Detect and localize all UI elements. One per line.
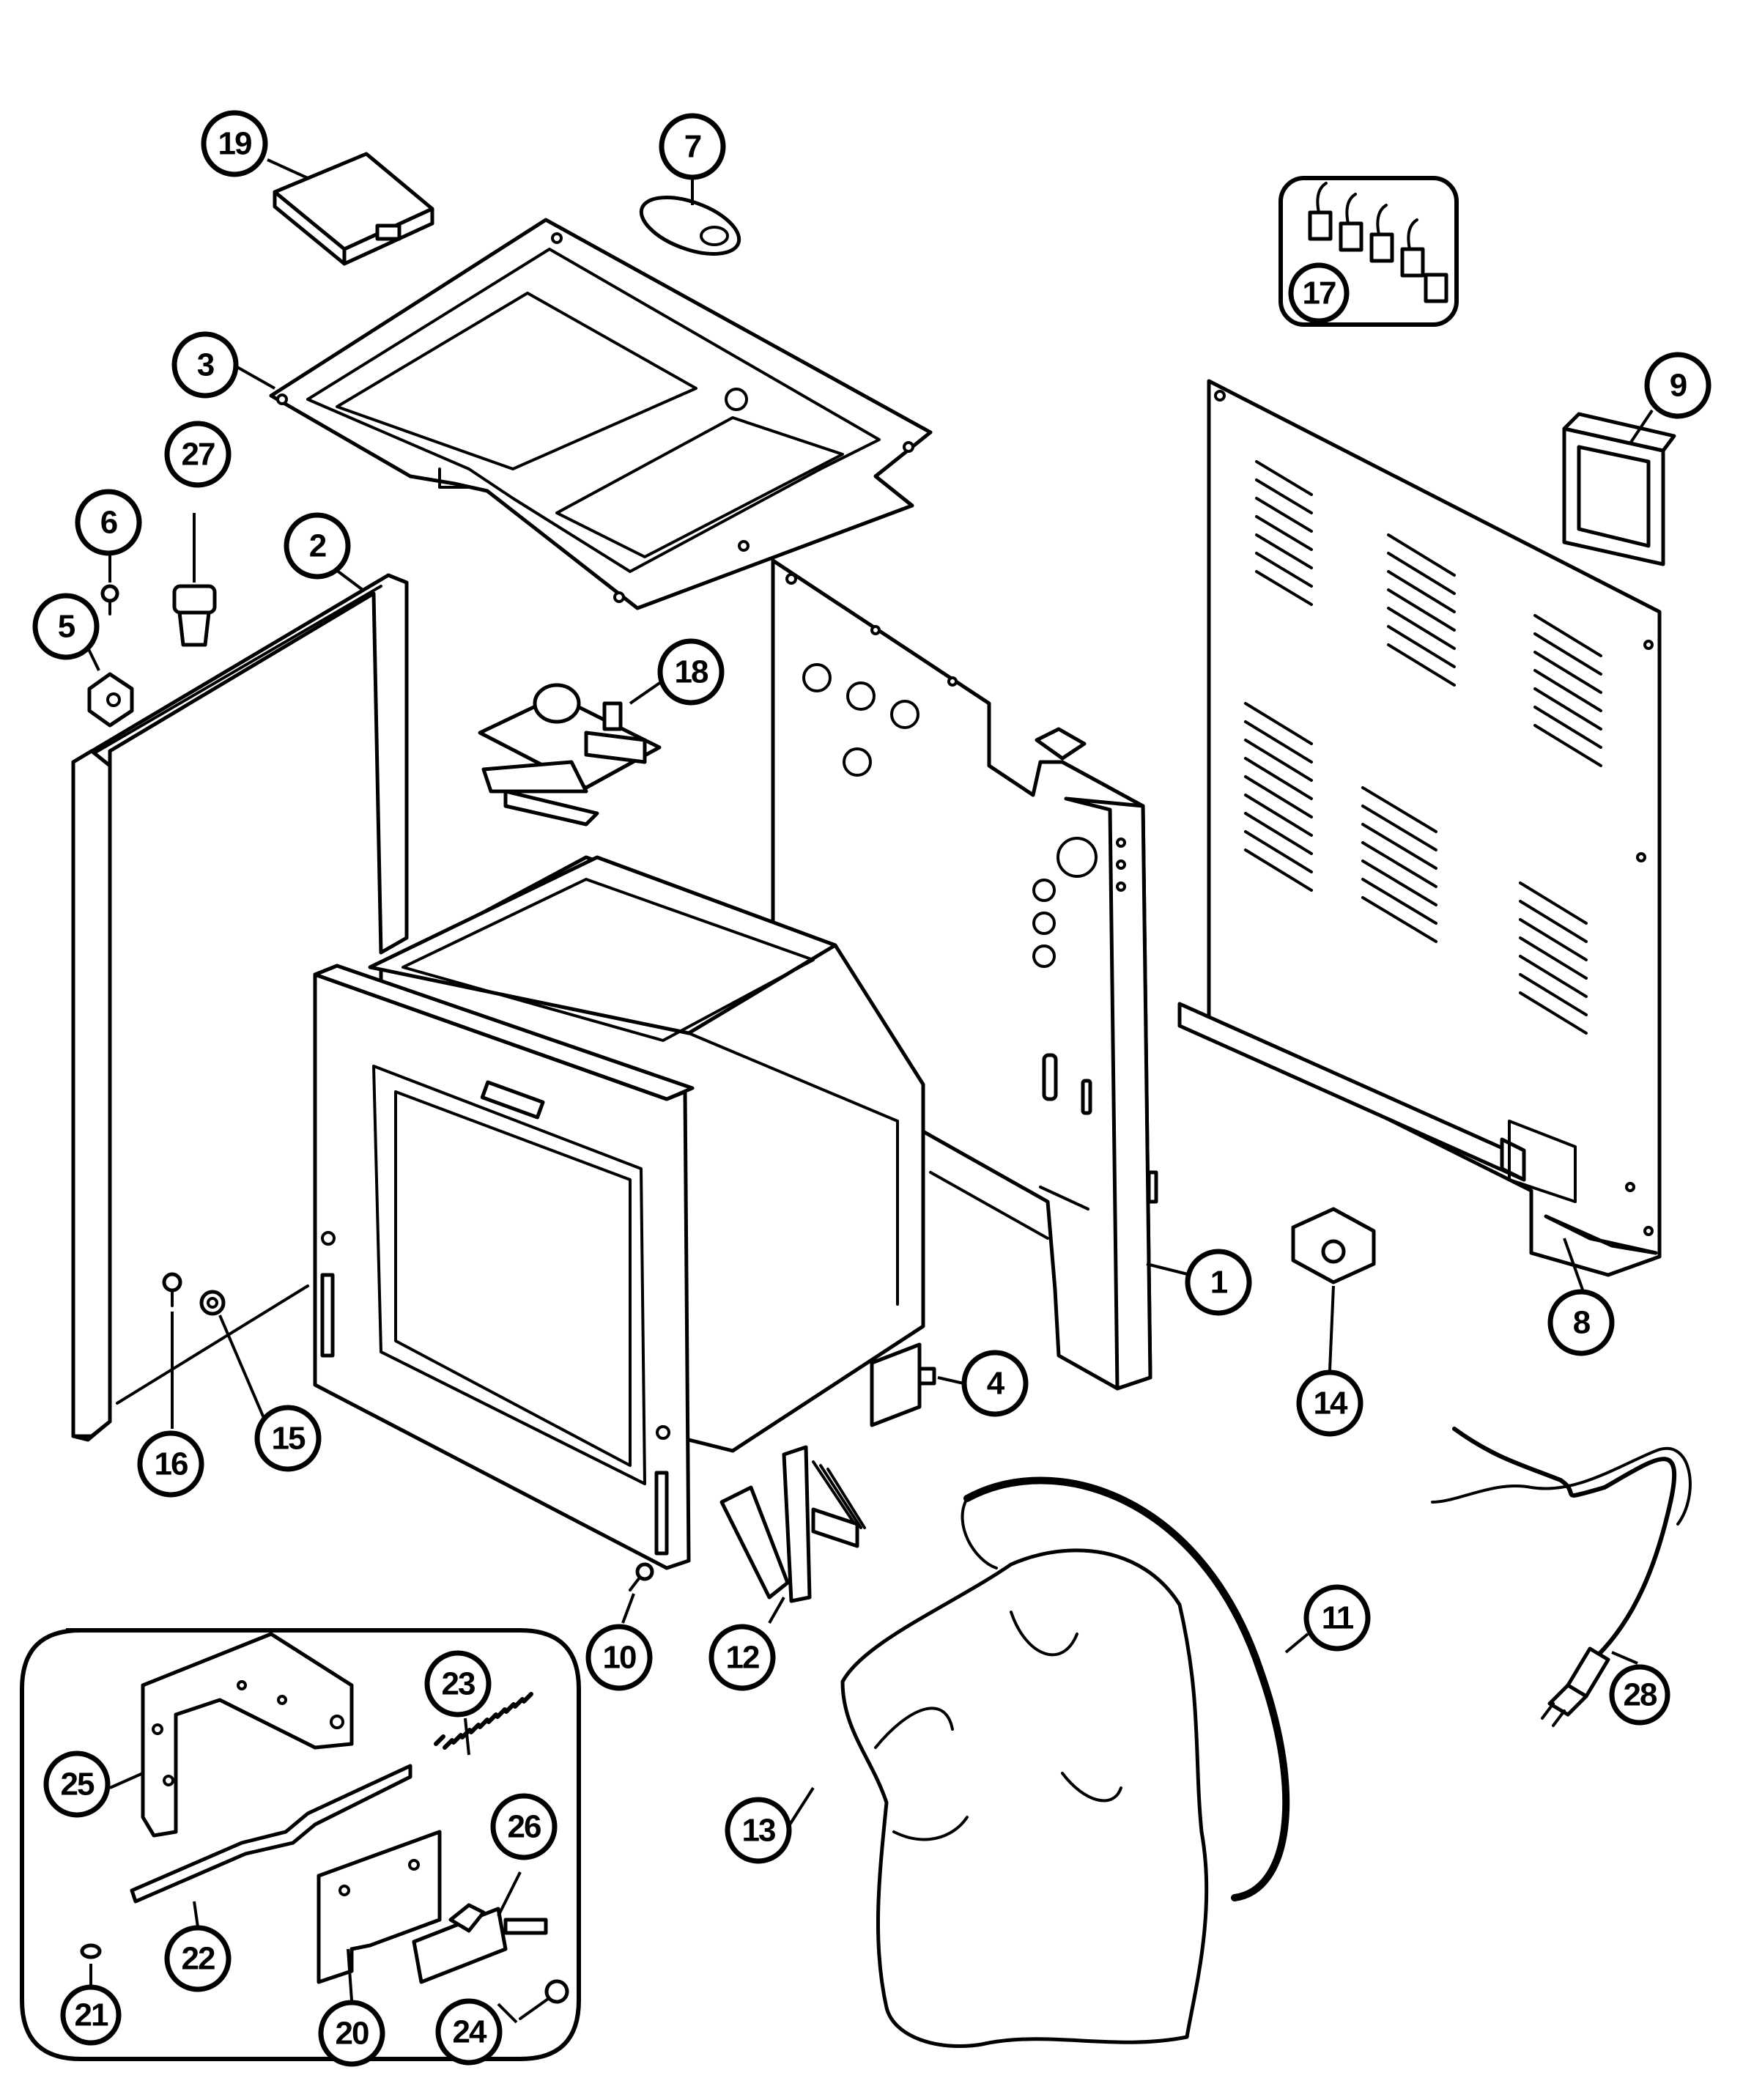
- callout-22-label: 22: [182, 1941, 215, 1977]
- part-4-bracket: [870, 1342, 936, 1427]
- callout-10-label: 10: [603, 1640, 636, 1676]
- callout-14-label: 14: [1314, 1386, 1348, 1421]
- callout-15-label: 15: [272, 1421, 306, 1457]
- callout-5-label: 5: [58, 609, 75, 645]
- part-2-front-frame: [71, 573, 409, 1442]
- callout-24: 24: [435, 1998, 503, 2066]
- door-lock-inset: [20, 1628, 581, 2061]
- part-27-clip: [172, 584, 217, 647]
- part-18-thermostat: [478, 683, 662, 827]
- part-7-button: [639, 196, 741, 256]
- part-5-clip: [87, 672, 134, 728]
- callout-13-label: 13: [742, 1813, 775, 1849]
- callout-21: 21: [60, 1984, 122, 2046]
- callout-14: 14: [1296, 1369, 1363, 1437]
- callout-27-label: 27: [182, 437, 215, 473]
- callout-16-label: 16: [155, 1446, 188, 1482]
- part-16-screw: [162, 1272, 182, 1307]
- callout-4-label: 4: [987, 1366, 1005, 1402]
- callout-23-label: 23: [442, 1666, 475, 1702]
- callout-6-label: 6: [100, 505, 117, 541]
- part-12-hinge: [719, 1445, 866, 1603]
- callout-8-label: 8: [1573, 1305, 1591, 1341]
- callout-25-label: 25: [61, 1767, 95, 1803]
- louver-grille: [1244, 460, 1602, 1035]
- callout-25: 25: [43, 1750, 111, 1818]
- callout-19: 19: [201, 110, 268, 177]
- callout-16: 16: [137, 1430, 204, 1498]
- part-15-nut: [199, 1290, 226, 1316]
- callout-19-label: 19: [218, 126, 251, 162]
- callout-5: 5: [32, 593, 100, 660]
- callout-20-label: 20: [336, 2016, 369, 2052]
- callout-6: 6: [75, 489, 142, 556]
- part-8-rear-panel: [1177, 379, 1662, 1277]
- callout-1-label: 1: [1210, 1265, 1228, 1301]
- part-10-screw: [629, 1562, 654, 1591]
- leader-lines: [85, 158, 1654, 2024]
- callout-9: 9: [1644, 352, 1712, 419]
- callout-1: 1: [1185, 1249, 1252, 1316]
- callout-23: 23: [424, 1650, 492, 1718]
- part-3-top-plate: [269, 218, 933, 610]
- callout-26: 26: [490, 1793, 558, 1860]
- callout-28: 28: [1609, 1664, 1670, 1726]
- callout-22: 22: [164, 1925, 232, 1992]
- part-11-gasket: [961, 1476, 1290, 1901]
- callout-10: 10: [585, 1624, 653, 1691]
- callout-8: 8: [1547, 1289, 1615, 1356]
- part-19-box: [273, 152, 434, 266]
- callout-18-label: 18: [675, 654, 708, 690]
- part-17-terminals: [1279, 176, 1459, 327]
- callout-28-label: 28: [1624, 1677, 1657, 1713]
- callout-18: 18: [657, 638, 725, 706]
- callout-24-label: 24: [453, 2014, 487, 2050]
- callout-17-label: 17: [1303, 276, 1336, 311]
- callout-7-label: 7: [684, 129, 701, 165]
- callout-27: 27: [164, 421, 232, 488]
- callout-12-label: 12: [726, 1640, 759, 1676]
- callout-26-label: 26: [508, 1809, 541, 1845]
- callout-17: 17: [1288, 262, 1350, 324]
- callout-20: 20: [318, 2000, 385, 2067]
- part-13-insulation: [840, 1548, 1209, 2049]
- callout-4: 4: [961, 1350, 1029, 1417]
- callout-11-label: 11: [1322, 1600, 1354, 1636]
- callout-2: 2: [284, 512, 351, 580]
- callout-2-label: 2: [309, 528, 326, 564]
- part-9-bracket: [1562, 412, 1676, 566]
- part-28-power-cord: [1431, 1427, 1692, 1727]
- callout-9-label: 9: [1670, 368, 1687, 404]
- callout-21-label: 21: [75, 1997, 108, 2033]
- callout-12: 12: [708, 1624, 776, 1691]
- callout-3-label: 3: [197, 347, 214, 383]
- callout-15: 15: [254, 1405, 322, 1472]
- callout-11: 11: [1303, 1584, 1371, 1652]
- callout-7: 7: [659, 113, 726, 180]
- part-1-side-panel: [771, 558, 1158, 1391]
- oven-cavity: [313, 855, 1049, 1570]
- callout-3: 3: [171, 331, 239, 399]
- part-14-hinge-receiver: [1291, 1207, 1376, 1284]
- callout-13: 13: [725, 1797, 792, 1864]
- part-6-screw: [100, 584, 119, 615]
